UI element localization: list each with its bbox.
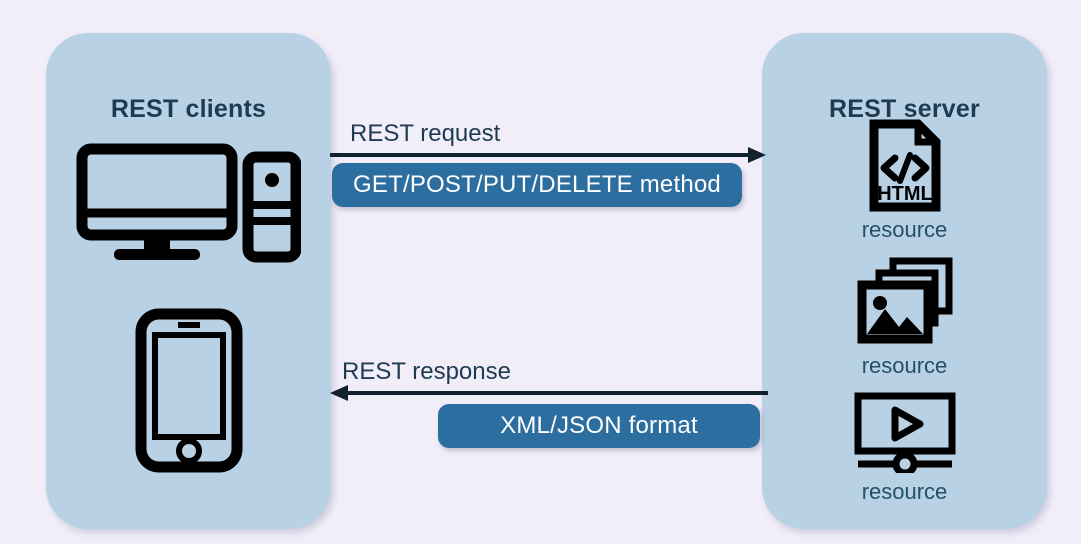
rest-request-caption: REST request xyxy=(350,120,501,147)
resource-label-video: resource xyxy=(861,479,948,504)
rest-request-arrow xyxy=(330,147,766,163)
rest-response-caption: REST response xyxy=(342,358,511,385)
resource-label-html: resource xyxy=(861,217,948,242)
rest-response-arrow xyxy=(330,385,768,401)
smartphone-icon xyxy=(106,308,271,473)
rest-clients-title: REST clients xyxy=(110,95,267,123)
video-player-icon xyxy=(762,391,1047,473)
desktop-computer-icon xyxy=(76,143,301,263)
html-document-icon: HTML xyxy=(762,118,1047,213)
rest-clients-panel: REST clients xyxy=(46,33,331,529)
image-stack-icon xyxy=(762,255,1047,345)
svg-text:HTML: HTML xyxy=(877,183,933,205)
http-methods-pill: GET/POST/PUT/DELETE method xyxy=(332,163,742,207)
payload-format-pill: XML/JSON format xyxy=(438,404,760,448)
resource-label-image: resource xyxy=(861,353,948,378)
rest-server-panel: REST server HTML resource xyxy=(762,33,1047,529)
rest-server-title: REST server xyxy=(829,95,980,123)
